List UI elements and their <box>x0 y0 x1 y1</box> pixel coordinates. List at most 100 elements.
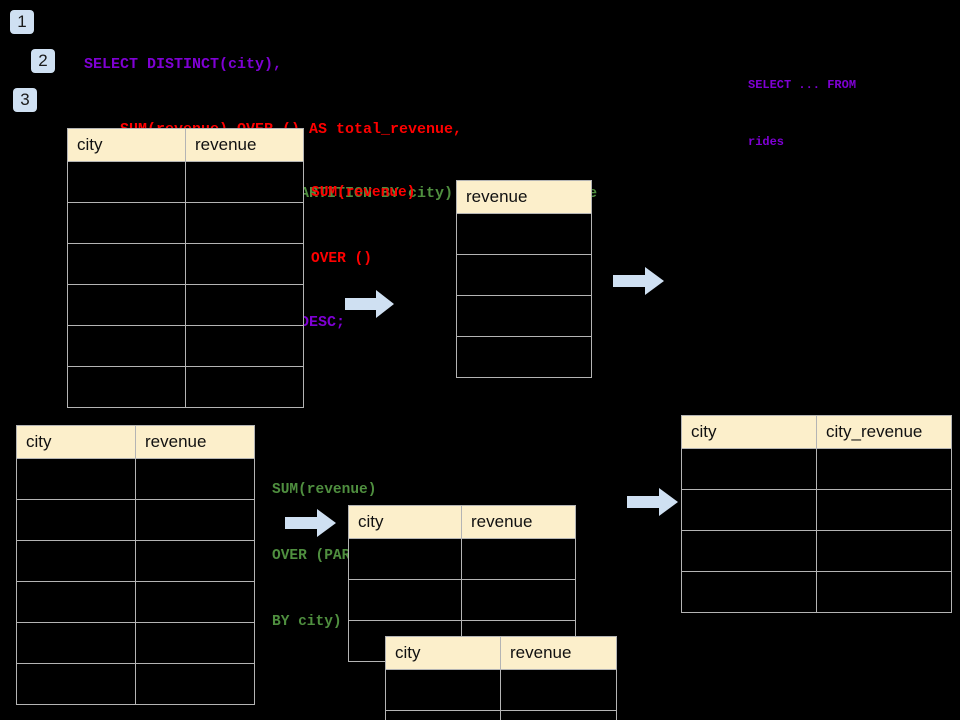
table-cell <box>135 581 255 623</box>
table-header-row: city city_revenue <box>681 415 952 449</box>
table-cell <box>385 710 501 720</box>
arrow-source-to-total <box>345 290 394 318</box>
table-cell <box>681 448 817 490</box>
table-header-row: city revenue <box>67 128 304 162</box>
table-row <box>67 243 304 285</box>
table-cell <box>681 530 817 572</box>
arrow-partition-to-final <box>627 488 678 516</box>
step-badge-2: 2 <box>31 49 55 73</box>
table-row <box>67 202 304 244</box>
column-header-city: city <box>67 128 186 162</box>
table-cell <box>461 538 576 580</box>
column-header-city: city <box>16 425 136 459</box>
table-row <box>16 622 255 664</box>
table-cell <box>135 499 255 541</box>
sql-side-note-line-1: SELECT ... FROM <box>748 78 857 92</box>
rides-source-table: city revenue <box>67 128 304 408</box>
table-row <box>385 710 617 720</box>
table-cell <box>16 622 136 664</box>
table-row <box>456 213 592 255</box>
table-cell <box>16 499 136 541</box>
table-row <box>681 530 952 572</box>
table-row <box>456 254 592 296</box>
table-cell <box>185 284 304 326</box>
table-cell <box>67 202 186 244</box>
column-header-revenue: revenue <box>461 505 576 539</box>
table-cell <box>456 254 592 296</box>
table-row <box>348 579 576 621</box>
table-cell <box>816 571 952 613</box>
column-header-revenue: revenue <box>500 636 617 670</box>
arrow-source-to-partition <box>285 509 336 537</box>
table-cell <box>67 161 186 203</box>
rides-source-table-lower: city revenue <box>16 425 255 705</box>
table-cell <box>348 579 462 621</box>
table-row <box>16 581 255 623</box>
total-revenue-table: revenue <box>456 180 592 378</box>
table-row <box>348 538 576 580</box>
table-row <box>681 489 952 531</box>
table-cell <box>16 581 136 623</box>
table-cell <box>135 622 255 664</box>
table-cell <box>681 571 817 613</box>
table-row <box>16 458 255 500</box>
table-cell <box>185 325 304 367</box>
annotation-total-revenue: SUM(revenue) OVER () <box>311 138 415 314</box>
column-header-city: city <box>385 636 501 670</box>
table-header-row: city revenue <box>348 505 576 539</box>
table-cell <box>185 161 304 203</box>
step-badge-1: 1 <box>10 10 34 34</box>
table-cell <box>456 336 592 378</box>
table-row <box>681 571 952 613</box>
table-row <box>16 540 255 582</box>
table-cell <box>16 540 136 582</box>
sql-side-note: SELECT ... FROM rides <box>748 38 856 190</box>
step-badge-3: 3 <box>13 88 37 112</box>
table-cell <box>185 366 304 408</box>
column-header-city-revenue: city_revenue <box>816 415 952 449</box>
table-row <box>681 448 952 490</box>
table-header-row: city revenue <box>16 425 255 459</box>
table-row <box>385 669 617 711</box>
table-cell <box>456 295 592 337</box>
annotation-total-revenue-line-2: OVER () <box>311 251 372 267</box>
column-header-city: city <box>681 415 817 449</box>
table-cell <box>135 458 255 500</box>
sql-line-select: SELECT DISTINCT(city), <box>84 56 283 73</box>
table-row <box>16 499 255 541</box>
table-cell <box>67 284 186 326</box>
table-row <box>67 366 304 408</box>
table-header-row: revenue <box>456 180 592 214</box>
table-cell <box>135 540 255 582</box>
table-cell <box>385 669 501 711</box>
table-cell <box>816 530 952 572</box>
table-row <box>456 336 592 378</box>
table-cell <box>500 669 617 711</box>
table-cell <box>67 325 186 367</box>
arrow-total-to-final <box>613 267 664 295</box>
table-cell <box>500 710 617 720</box>
column-header-revenue: revenue <box>456 180 592 214</box>
table-cell <box>16 663 136 705</box>
table-cell <box>456 213 592 255</box>
sql-side-note-line-2: rides <box>748 135 785 149</box>
table-cell <box>816 489 952 531</box>
table-row <box>16 663 255 705</box>
table-row <box>67 161 304 203</box>
table-row <box>456 295 592 337</box>
table-row <box>67 284 304 326</box>
table-row <box>67 325 304 367</box>
table-cell <box>16 458 136 500</box>
table-cell <box>135 663 255 705</box>
table-cell <box>348 538 462 580</box>
annotation-city-revenue-line-1: SUM(revenue) <box>272 482 377 498</box>
annotation-city-revenue-line-3: BY city) <box>272 614 342 630</box>
partition-table-front: city revenue <box>385 636 617 720</box>
column-header-revenue: revenue <box>185 128 304 162</box>
table-header-row: city revenue <box>385 636 617 670</box>
column-header-revenue: revenue <box>135 425 255 459</box>
column-header-city: city <box>348 505 462 539</box>
table-cell <box>67 366 186 408</box>
table-cell <box>185 243 304 285</box>
